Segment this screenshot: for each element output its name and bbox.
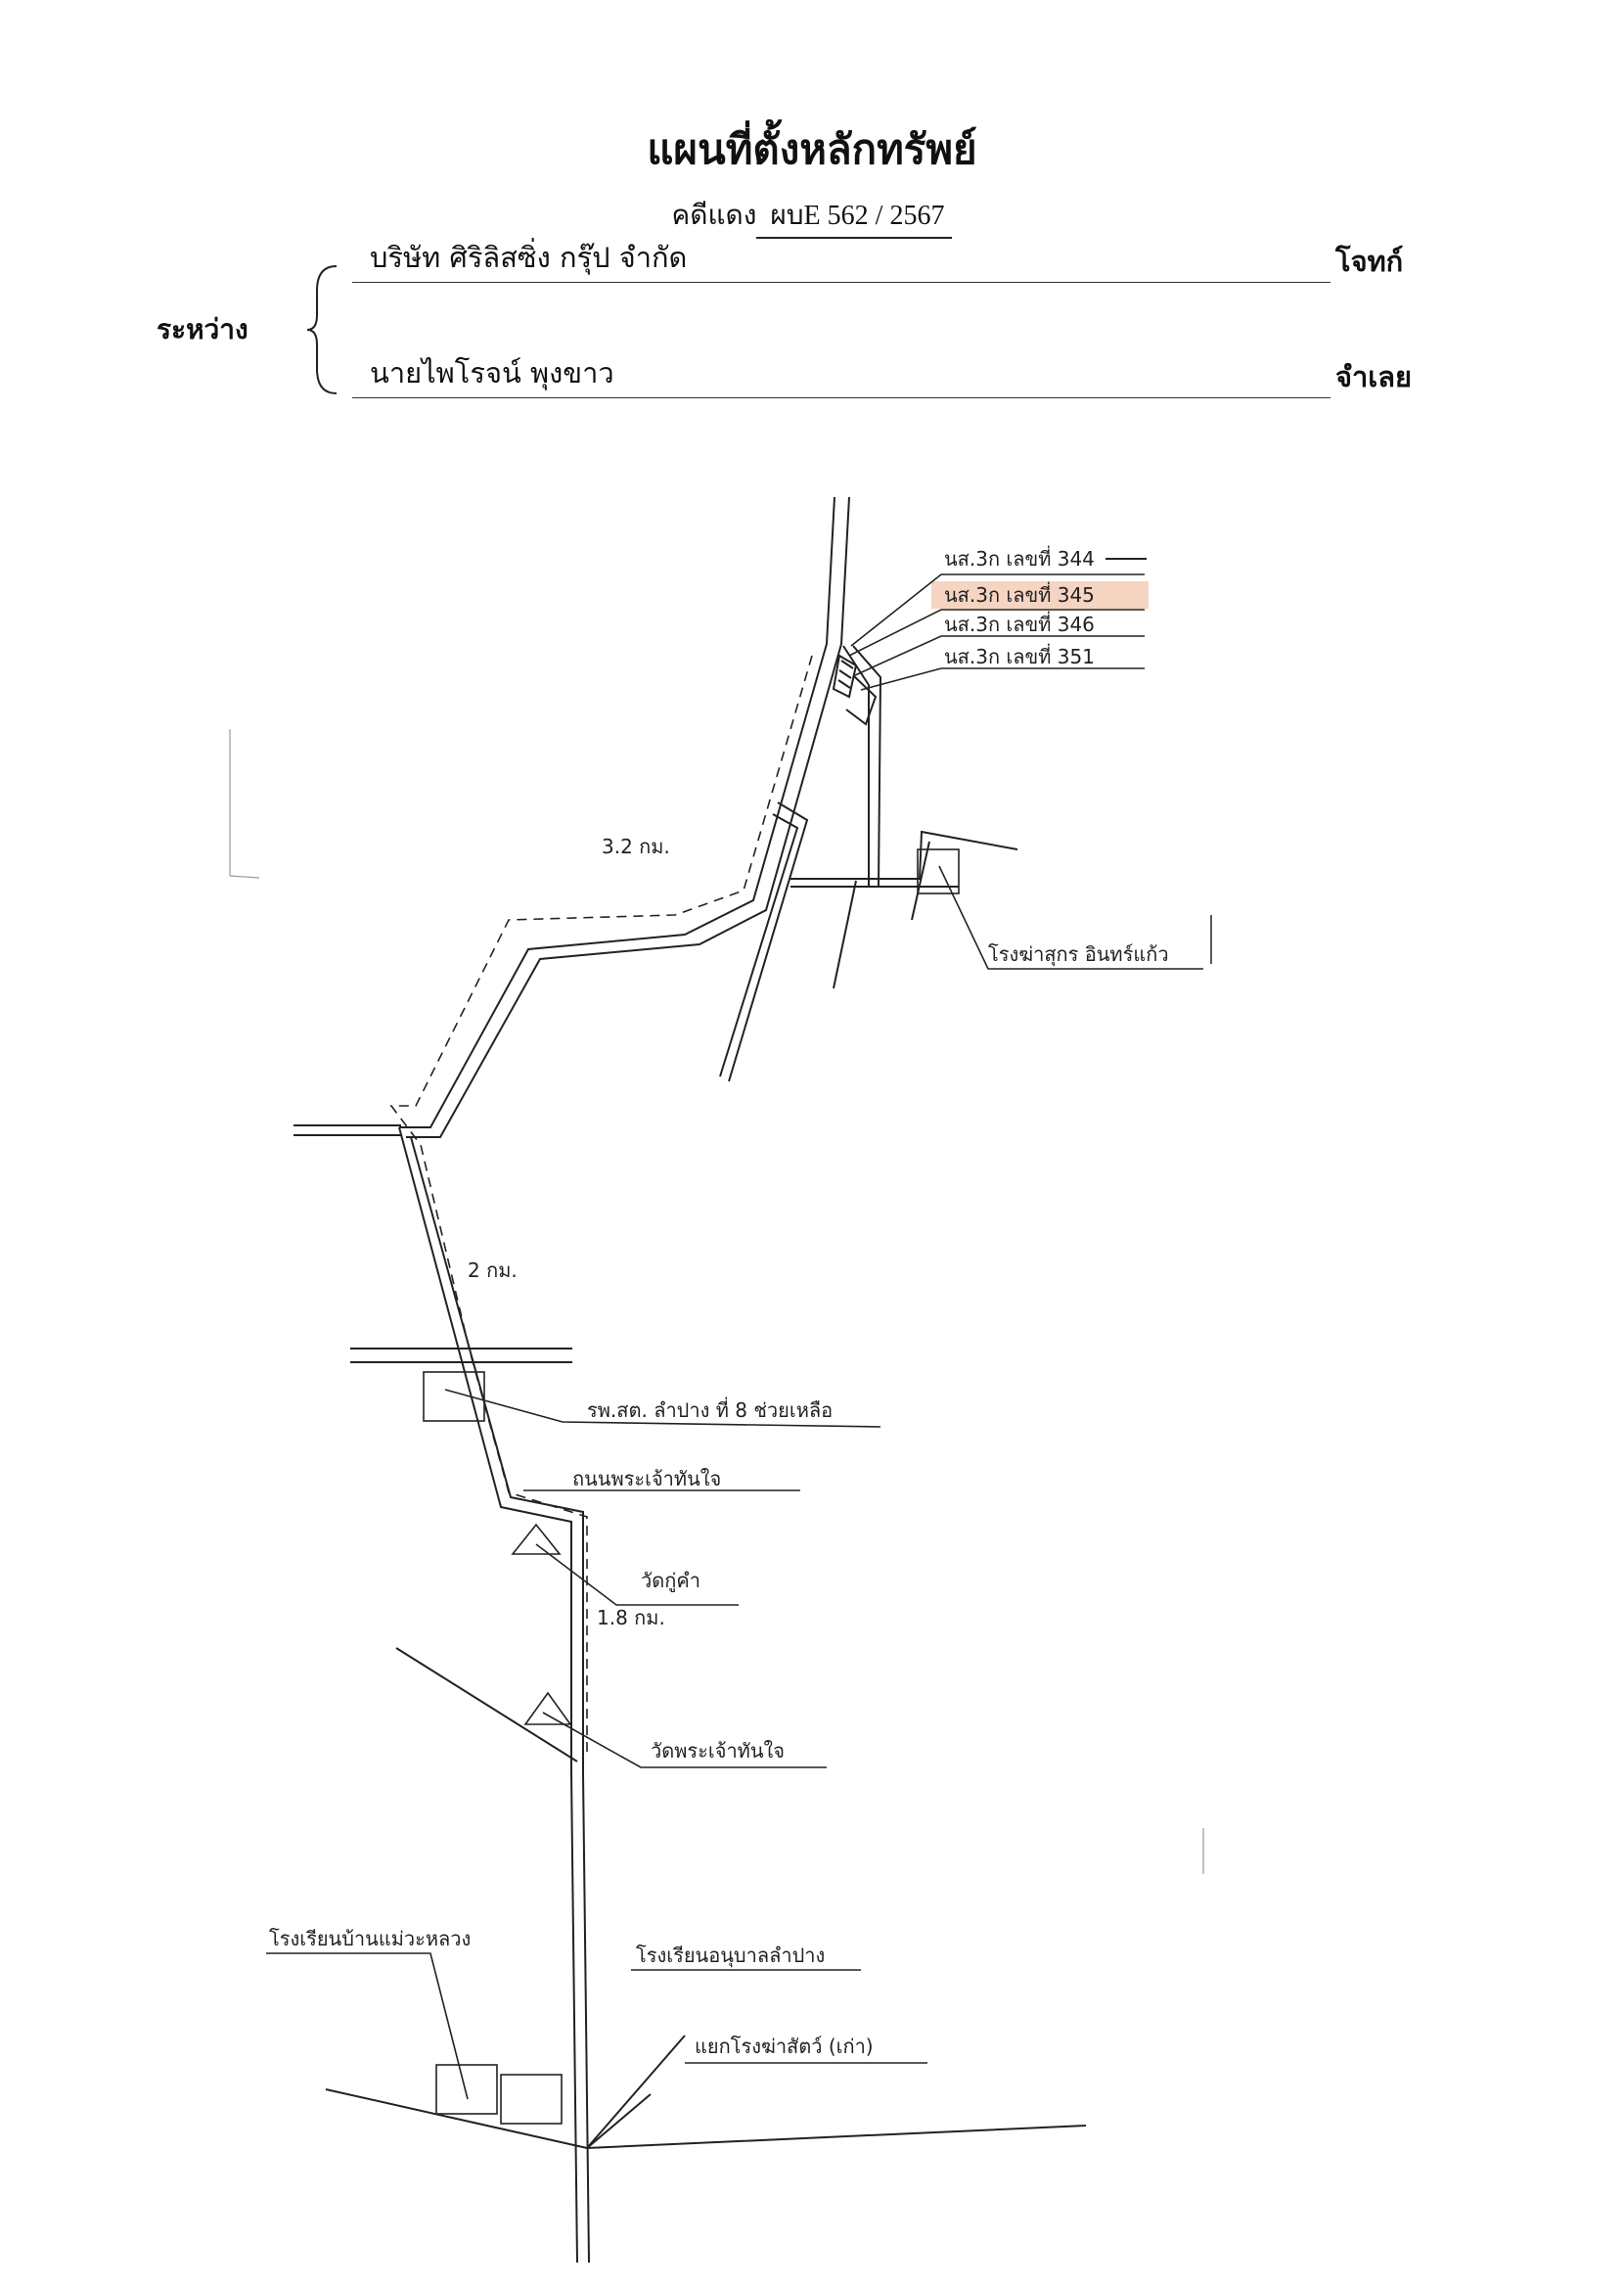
temple-marker [523, 1691, 827, 1768]
distance-label: 1.8 กม. [597, 1606, 665, 1629]
distance-label: 3.2 กม. [602, 835, 670, 858]
distance-label: 2 กม. [468, 1258, 518, 1282]
landmark-label: แยกโรงฆ่าสัตว์ (เก่า) [695, 2035, 874, 2058]
parcel-label: นส.3ก เลขที่ 351 [944, 643, 1095, 668]
hospital-marker [423, 1371, 881, 1428]
parcel-leaders [848, 573, 1145, 691]
parcel-label: นส.3ก เลขที่ 344 [944, 545, 1095, 571]
landmark-label: วัดกู่คำ [641, 1569, 700, 1593]
landmark-label: โรงเรียนอนุบาลลำปาง [636, 1944, 825, 1968]
landmark-label: โรงเรียนบ้านแม่วะหลวง [269, 1927, 471, 1950]
between-label: ระหว่าง [157, 313, 248, 345]
case-label: คดีแดง [671, 201, 757, 231]
plaintiff-role: โจทก์ [1335, 245, 1404, 278]
defendant-line: นายไพโรจน์ พุงขาว จำเลย [352, 356, 1412, 398]
parcel-label: นส.3ก เลขที่ 345 [944, 581, 1095, 607]
plaintiff-line: บริษัท ศิริลิสซิ่ง กรุ๊ป จำกัด โจทก์ [352, 241, 1403, 283]
plaintiff-name: บริษัท ศิริลิสซิ่ง กรุ๊ป จำกัด [370, 241, 688, 274]
defendant-name: นายไพโรจน์ พุงขาว [370, 356, 614, 389]
roads [293, 496, 1087, 2264]
case-number: ผบE 562 / 2567 [756, 194, 953, 239]
landmark-label: โรงฆ่าสุกร อินทร์แก้ว [988, 942, 1169, 967]
landmark-label: วัดพระเจ้าทันใจ [651, 1739, 785, 1762]
pig-farm-marker [917, 848, 1203, 970]
route-line [389, 655, 813, 1752]
scan-marks [229, 729, 1204, 1874]
defendant-role: จำเลย [1335, 360, 1412, 393]
parcel-label: นส.3ก เลขที่ 346 [944, 611, 1095, 636]
case-number-line: คดีแดงผบE 562 / 2567 [0, 194, 1624, 239]
landmark-label: ถนนพระเจ้าทันใจ [572, 1467, 721, 1490]
party-brace [306, 265, 338, 394]
parcel-block [832, 654, 878, 726]
school-markers [266, 1952, 927, 2125]
landmark-label: รพ.สต. ลำปาง ที่ 8 ช่วยเหลือ [587, 1396, 833, 1422]
page-title: แผนที่ตั้งหลักทรัพย์ [647, 125, 977, 173]
parcel-highlight [931, 581, 1149, 609]
temple-marker [511, 1523, 739, 1606]
